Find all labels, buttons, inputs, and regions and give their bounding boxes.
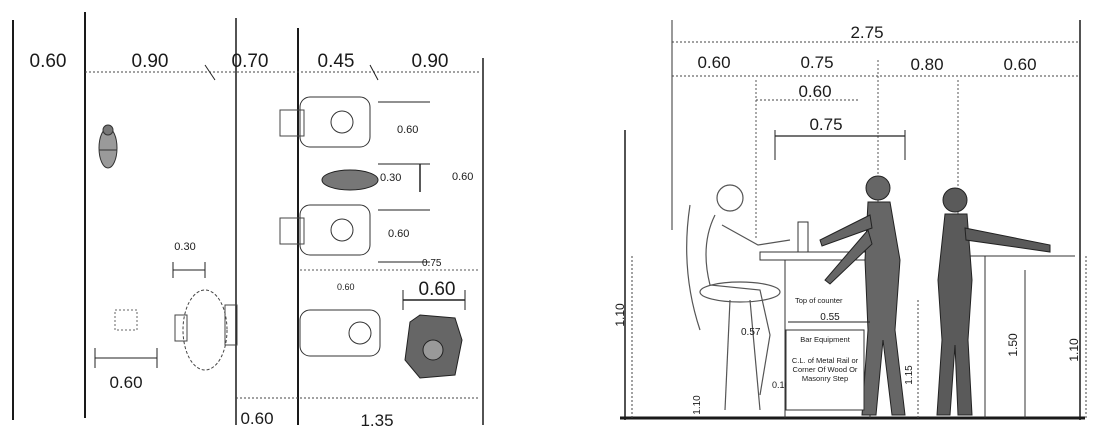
right-section: 2.75 0.60 0.75 0.80 0.60 0.60 0.75 <box>613 20 1087 420</box>
tick <box>204 64 216 81</box>
dim-0-60: 0.60 <box>30 51 67 72</box>
person-top-view <box>98 124 118 169</box>
dim-row1-b: 0.75 <box>800 53 833 72</box>
dim-step: 1.10 <box>692 395 703 415</box>
dim-row3: 0.75 <box>809 115 842 134</box>
note-wrap: C.L. of Metal Rail or Corner Of Wood Or … <box>791 356 859 383</box>
dim-overall: 2.75 <box>850 23 883 42</box>
dim-booth-e: 0.75 <box>422 258 442 269</box>
dim-booth-d: 0.60 <box>388 228 409 240</box>
dim-0-45: 0.45 <box>318 51 355 72</box>
dim-0-90-right: 0.90 <box>412 51 449 72</box>
tick <box>369 64 379 81</box>
dim-bottom-1-35: 1.35 <box>360 411 393 429</box>
dim-h-bar: 1.15 <box>904 365 915 385</box>
edge-label: Top of counter <box>795 296 843 305</box>
dim-bottom-0-60: 0.60 <box>240 409 273 428</box>
bartender-figure <box>819 175 906 416</box>
table-cluster <box>114 289 238 371</box>
dim-booth-c: 0.60 <box>452 171 473 183</box>
dim-0-70: 0.70 <box>232 51 269 72</box>
dim-aisle: 0.30 <box>174 241 195 253</box>
dim-big: 0.60 <box>419 279 456 300</box>
dim-booth-a: 0.60 <box>397 124 418 136</box>
dim-h-left: 1.10 <box>613 303 627 327</box>
dim-seat: 0.55 <box>820 312 840 323</box>
dim-row1-c: 0.80 <box>910 55 943 74</box>
seated-person <box>686 184 791 411</box>
standing-figure <box>936 187 1051 416</box>
dim-row1-a: 0.60 <box>697 53 730 72</box>
note-box <box>785 329 865 411</box>
rail-note: C.L. of Metal Rail or Corner Of Wood Or … <box>791 356 859 383</box>
booth-people <box>279 96 463 379</box>
dim-seat-left: 0.60 <box>109 373 142 392</box>
dim-0-90: 0.90 <box>132 51 169 72</box>
dim-h-right: 1.10 <box>1067 338 1081 362</box>
dim-row2: 0.60 <box>798 82 831 101</box>
equip-label: Bar Equipment <box>800 335 851 344</box>
left-plan: 0.60 0.90 0.70 0.45 0.90 0.30 0.60 <box>12 12 484 429</box>
dim-seat2: 0.57 <box>741 327 761 338</box>
bottle <box>797 221 809 253</box>
dim-row1-d: 0.60 <box>1003 55 1036 74</box>
dim-h-back: 1.50 <box>1006 333 1020 357</box>
dim-booth-b: 0.30 <box>380 172 401 184</box>
dim-rail: 0.10 <box>772 380 790 390</box>
dim-booth-f: 0.60 <box>337 282 355 292</box>
